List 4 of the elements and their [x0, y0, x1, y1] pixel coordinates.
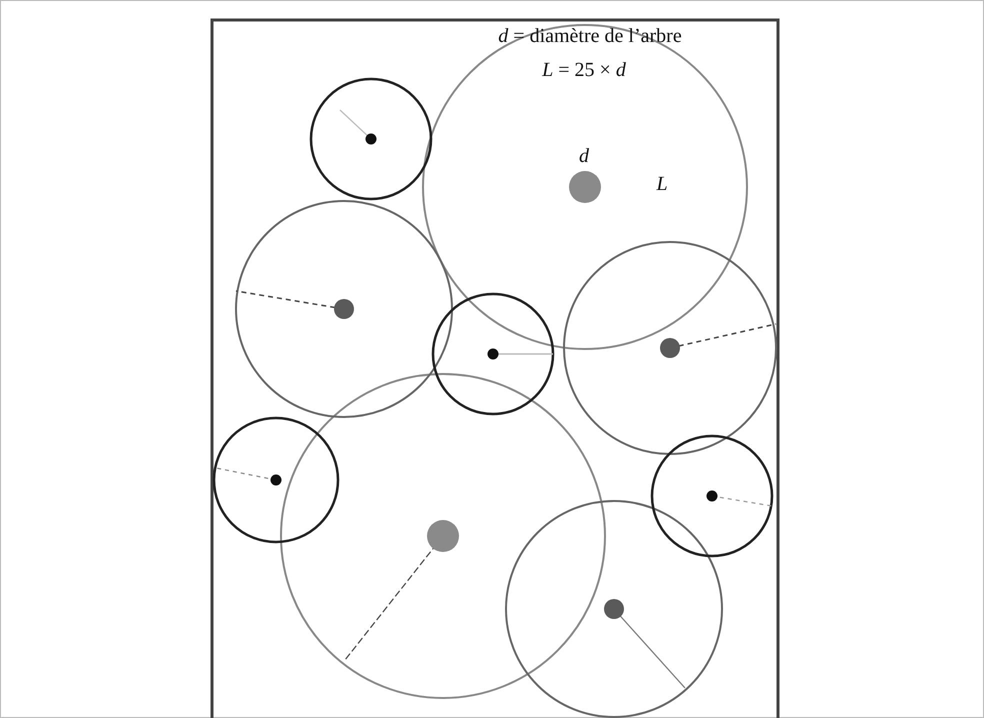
formula-note: L = 25 × d — [542, 60, 626, 80]
formula-note: d = diamètre de l’arbre — [498, 26, 682, 46]
diameter-label: d — [579, 146, 589, 166]
distance-label: L — [656, 174, 668, 194]
